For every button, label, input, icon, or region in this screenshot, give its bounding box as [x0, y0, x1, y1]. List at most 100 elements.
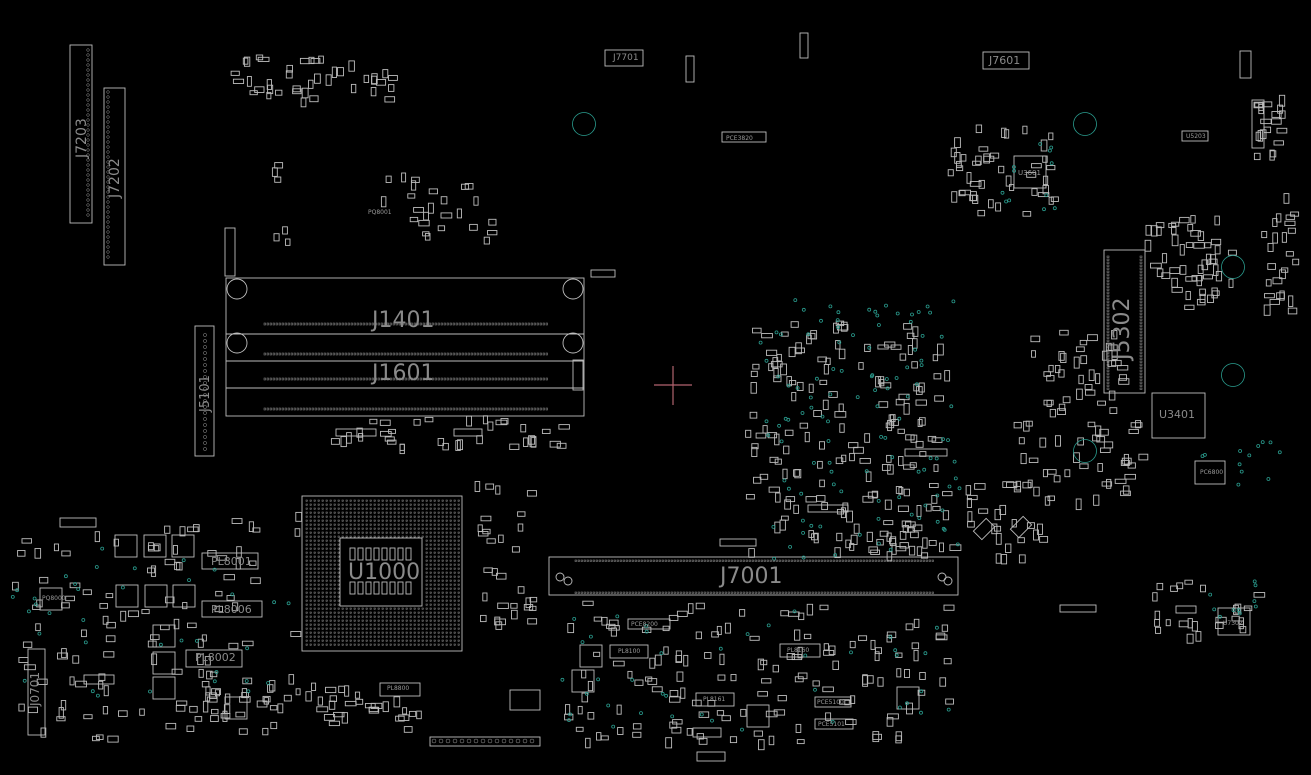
passive-component — [1165, 619, 1171, 627]
bga-ball — [333, 615, 336, 618]
inductor-label-pl8800[interactable]: PL8800 — [387, 685, 410, 692]
bga-ball — [409, 619, 412, 622]
connector-pin — [86, 78, 90, 82]
passive-component — [978, 179, 985, 189]
connector-pin — [775, 559, 778, 562]
bga-ball — [353, 643, 356, 646]
bga-ball — [441, 583, 444, 586]
bga-ball — [317, 595, 320, 598]
bga-ball — [361, 643, 364, 646]
passive-component — [409, 216, 419, 223]
inductor-label-pl8160[interactable]: PL8160 — [787, 647, 810, 654]
via — [923, 503, 928, 508]
connector-label-j1601[interactable]: J1601 — [372, 361, 435, 386]
bga-ball — [369, 639, 372, 642]
connector-pin — [763, 591, 766, 594]
bga-ball — [349, 511, 352, 514]
bga-ball — [333, 503, 336, 506]
connector-pin — [1139, 354, 1143, 357]
inductor-label-pl8161[interactable]: PL8161 — [703, 696, 726, 703]
connector-pin — [721, 559, 724, 562]
chip-label-u3401[interactable]: U3401 — [1159, 408, 1196, 421]
passive-component — [881, 464, 891, 471]
connector-pin — [449, 377, 452, 381]
bga-ball — [413, 499, 416, 502]
bga-ball — [361, 523, 364, 526]
inductor-label-pl8001[interactable]: PL8001 — [211, 555, 252, 568]
bga-ball — [321, 603, 324, 606]
passive-component — [437, 225, 446, 232]
part-label-u5203[interactable]: U5203 — [1186, 133, 1206, 140]
bga-ball — [309, 515, 312, 518]
connector-label-j0701[interactable]: J0701 — [28, 671, 42, 706]
connector-pin — [332, 322, 335, 326]
via — [877, 541, 881, 546]
connector-pin — [694, 559, 697, 562]
bga-ball — [309, 643, 312, 646]
bga-ball — [313, 587, 316, 590]
bga-ball — [433, 583, 436, 586]
bga-ball — [457, 587, 460, 590]
chip-label-u3601[interactable]: U3601 — [1018, 169, 1041, 177]
cpu-cap — [397, 547, 404, 561]
connector-label-j5101[interactable]: J5101 — [198, 375, 213, 412]
bga-ball — [429, 563, 432, 566]
bga-ball — [425, 643, 428, 646]
bga-ball — [337, 511, 340, 514]
via — [884, 377, 889, 381]
part-label-pce5100[interactable]: PCE5100 — [817, 699, 844, 706]
connector-label-j1401[interactable]: J1401 — [372, 308, 435, 333]
connector-pin — [919, 591, 922, 594]
bga-ball — [401, 499, 404, 502]
chip-label-u1000[interactable]: U1000 — [348, 560, 421, 585]
bga-ball — [373, 619, 376, 622]
bga-ball — [309, 567, 312, 570]
inductor-label-pl8002[interactable]: PL8002 — [195, 651, 236, 664]
connector-label-j5302[interactable]: J5302 — [1110, 297, 1135, 360]
part-label-pc6800[interactable]: PC6800 — [1200, 469, 1224, 476]
bga-ball — [401, 623, 404, 626]
connector-pin — [392, 377, 395, 381]
inductor-label-pl8006[interactable]: PL8006 — [211, 603, 252, 616]
connector-pin — [314, 407, 317, 411]
connector-pin — [203, 357, 207, 361]
bga-ball — [413, 643, 416, 646]
passive-component — [796, 739, 805, 745]
connector-pin — [203, 399, 207, 403]
connector-label-j7001[interactable]: J7001 — [720, 564, 783, 589]
bga-ball — [349, 499, 352, 502]
inductor-outline — [779, 643, 821, 658]
bga-ball — [421, 635, 424, 638]
connector-pin — [326, 377, 329, 381]
bga-ball — [373, 519, 376, 522]
connector-pin — [106, 90, 110, 94]
bga-ball — [397, 639, 400, 642]
bga-ball — [357, 643, 360, 646]
bga-ball — [345, 507, 348, 510]
connector-label-j7202[interactable]: J7202 — [107, 158, 123, 198]
connector-label-j7701[interactable]: J7701 — [613, 53, 639, 63]
bga-ball — [321, 563, 324, 566]
header-pin — [452, 738, 458, 744]
part-label-pce8200[interactable]: PCE8200 — [631, 621, 658, 628]
connector-pin — [542, 352, 545, 356]
connector-pin — [497, 352, 500, 356]
bga-ball — [369, 623, 372, 626]
inductor-label-pl8100[interactable]: PL8100 — [618, 648, 641, 655]
connector-label-j7601[interactable]: J7601 — [989, 54, 1021, 67]
connector-pin — [533, 407, 536, 411]
connector-pin — [613, 559, 616, 562]
chip-label-u7302[interactable]: U7302 — [1223, 620, 1243, 627]
part-label-pce5101[interactable]: PCE5101 — [818, 721, 845, 728]
connector-pin — [1139, 261, 1143, 264]
connector-label-j7203[interactable]: J7203 — [74, 118, 90, 158]
passive-component — [255, 54, 264, 61]
part-label-pq8000[interactable]: PQ8000 — [42, 595, 66, 602]
part-label-pce3820[interactable]: PCE3820 — [726, 135, 753, 142]
part-label-pq8001[interactable]: PQ8001 — [368, 209, 392, 216]
bga-ball — [437, 567, 440, 570]
passive-component — [751, 443, 759, 450]
header-pin — [466, 738, 472, 744]
via — [905, 394, 910, 399]
bga-ball — [361, 623, 364, 626]
